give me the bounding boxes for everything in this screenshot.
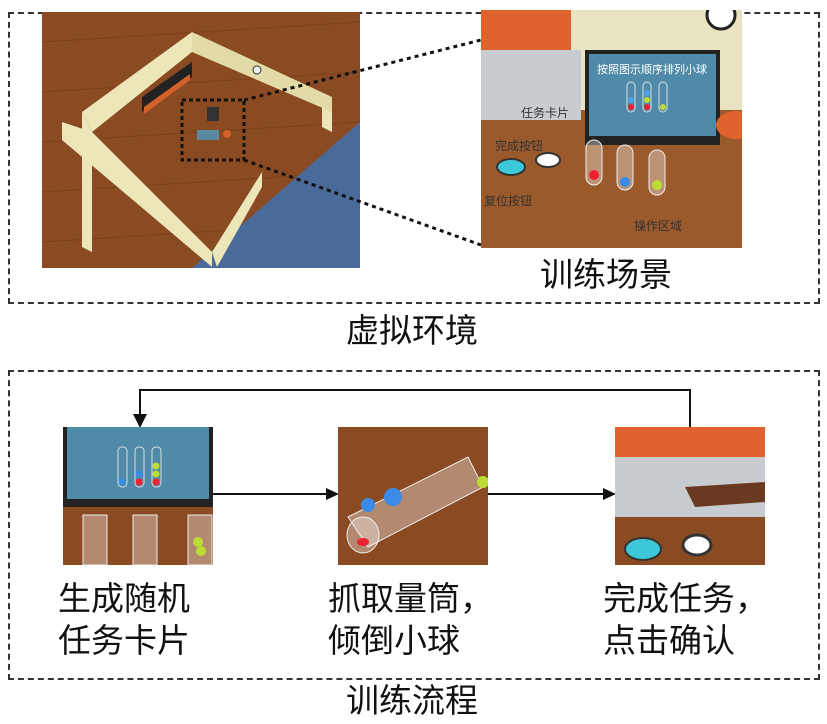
step-2-caption-line1: 抓取量筒，	[328, 579, 493, 618]
step-1-caption-line1: 生成随机	[58, 579, 190, 618]
virtual-environment-title: 虚拟环境	[346, 311, 478, 350]
training-process-title: 训练流程	[346, 681, 478, 720]
step-1-caption-line2: 任务卡片	[58, 621, 190, 660]
step-1-image	[63, 427, 213, 565]
training-scene-image: 按照图示顺序排列小球 任务卡片 完成按钮 复位按钮 操作区域	[481, 10, 742, 248]
step-3-caption-line1: 完成任务，	[603, 579, 768, 618]
room-overview-image	[42, 12, 360, 268]
screen-instruction-text: 按照图示顺序排列小球	[597, 62, 707, 76]
finish-button-label: 完成按钮	[495, 138, 543, 153]
step-3-image	[615, 427, 765, 565]
operation-area-label: 操作区域	[634, 218, 682, 233]
scene-caption: 训练场景	[540, 255, 672, 294]
reset-button-label: 复位按钮	[484, 193, 532, 208]
step-3-caption-line2: 点击确认	[603, 621, 735, 660]
step-2-caption-line2: 倾倒小球	[328, 621, 460, 660]
step-2-image	[338, 427, 488, 565]
task-card-label: 任务卡片	[521, 105, 569, 120]
training-process-frame	[8, 370, 820, 680]
virtual-environment-frame	[8, 12, 820, 304]
